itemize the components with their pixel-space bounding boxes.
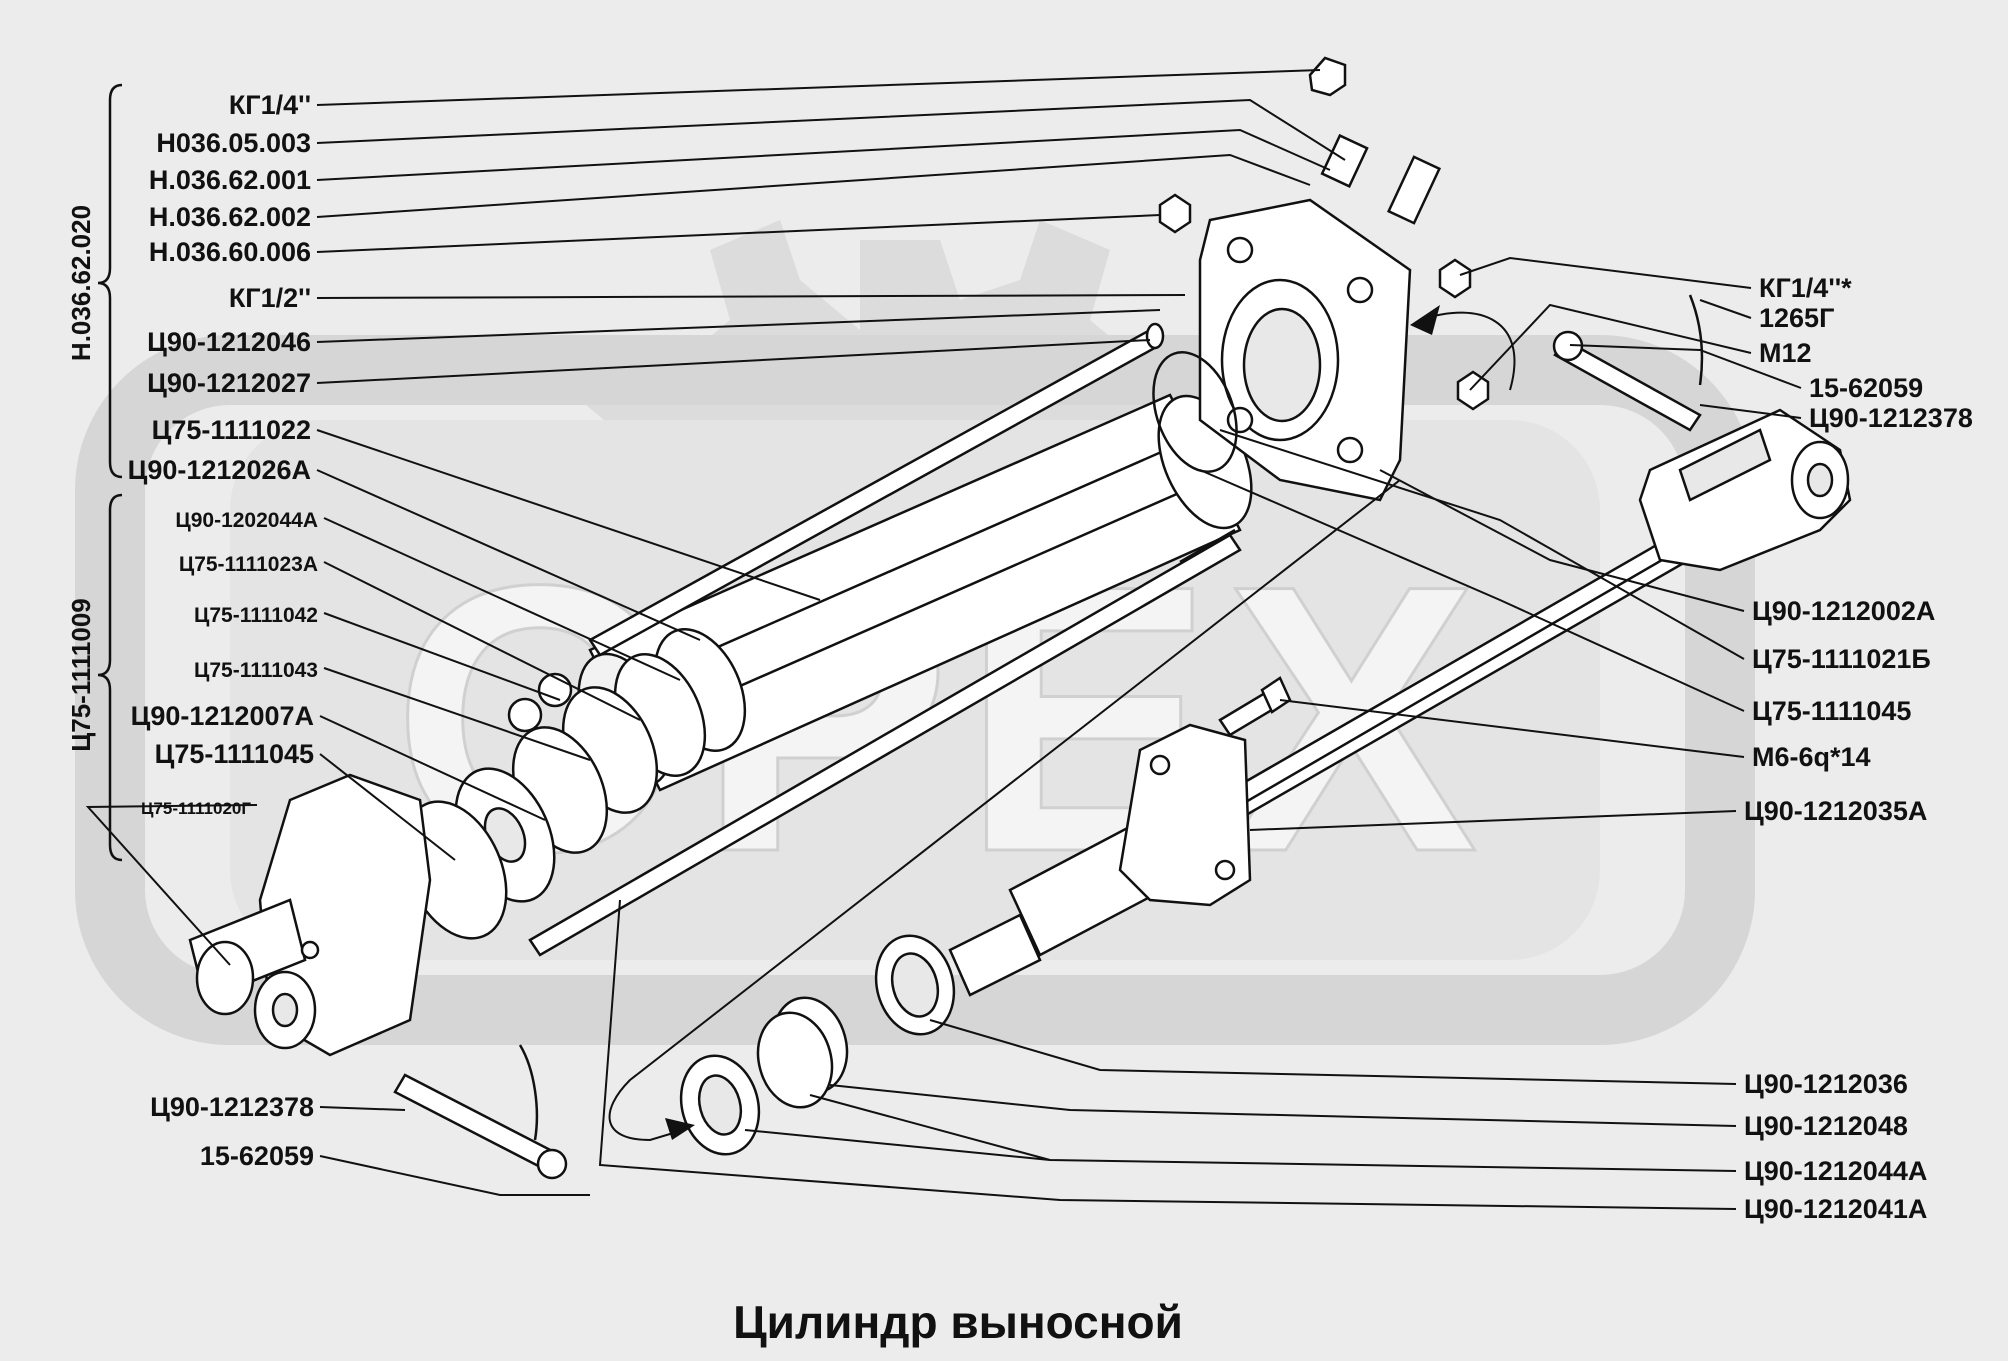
leader-line-l10 — [316, 469, 701, 641]
part-label-l2: Н036.05.003 — [156, 128, 311, 158]
part-label-l10: Ц90-1212026А — [128, 455, 311, 485]
part-label-r14: Ц90-1212041А — [1744, 1194, 1927, 1224]
part-label-l3: Н.036.62.001 — [149, 165, 311, 195]
part-label-l18: Ц90-1212378 — [150, 1092, 314, 1122]
group-label-1: Н.036.62.020 — [66, 205, 96, 361]
part-label-r10: Ц90-1212035А — [1744, 796, 1927, 826]
leader-line-l2 — [316, 98, 1346, 161]
leader-line-r14 — [598, 899, 1737, 1210]
part-label-l7: Ц90-1212046 — [147, 327, 311, 357]
part-labels: КГ1/4'' Н036.05.003Н.036.62.001Н.036.62.0… — [128, 90, 1973, 1224]
part-label-l16: Ц75-1111045 — [155, 739, 314, 769]
leader-line-l19 — [319, 1155, 590, 1196]
leader-line-r7 — [1219, 429, 1745, 660]
brace-group-2 — [97, 493, 123, 862]
leader-line-r10 — [1249, 810, 1737, 831]
flow-arrow-bottom — [608, 479, 1401, 1142]
part-label-l1: КГ1/4'' — [229, 90, 311, 120]
part-label-l11: Ц90-1202044А — [175, 509, 318, 532]
part-label-r12: Ц90-1212048 — [1744, 1111, 1908, 1141]
flow-arrow-top-head — [1410, 305, 1440, 335]
leader-line-l7 — [316, 309, 1161, 343]
part-label-l17: Ц75-1111020Г — [141, 799, 251, 818]
tie-rod-lower — [528, 528, 1242, 957]
leader-line-l9 — [316, 429, 821, 601]
part-label-r9: М6-6q*14 — [1752, 742, 1871, 772]
part-label-l19: 15-62059 — [200, 1141, 314, 1171]
diagram-title: Цилиндр выносной — [733, 1296, 1183, 1348]
leader-line-l16 — [319, 753, 456, 861]
group-label-2: Ц75-1111009 — [66, 598, 96, 752]
leader-line-l11 — [323, 517, 681, 681]
flow-arrow-bottom-head — [665, 1118, 695, 1140]
leader-line-r2 — [1699, 299, 1752, 319]
leader-line-r1 — [1459, 256, 1752, 289]
part-label-r7: Ц75-1111021Б — [1752, 644, 1931, 674]
leader-line-l14 — [323, 667, 591, 761]
part-label-l13: Ц75-1111042 — [194, 604, 318, 627]
leader-line-l6 — [316, 294, 1186, 299]
part-label-r2: 1265Г — [1759, 303, 1834, 333]
part-label-l15: Ц90-1212007А — [131, 701, 314, 731]
leader-line-l1 — [316, 69, 1321, 106]
part-label-r8: Ц75-1111045 — [1752, 696, 1911, 726]
leader-line-r8 — [1199, 469, 1745, 712]
part-label-l4: Н.036.62.002 — [149, 202, 311, 232]
front-flange — [1118, 723, 1252, 907]
lower-pin — [393, 1044, 568, 1180]
leader-line-r11 — [929, 1019, 1737, 1085]
top-fittings — [1158, 56, 1490, 411]
cylinder-parts — [188, 56, 1852, 1180]
leader-lines — [85, 69, 1802, 1210]
lower-seal-set — [679, 934, 956, 1156]
part-label-r11: Ц90-1212036 — [1744, 1069, 1908, 1099]
leader-line-l8 — [316, 339, 1151, 384]
leader-line-l12 — [323, 561, 641, 721]
part-label-l14: Ц75-1111043 — [194, 659, 318, 682]
part-label-l6: КГ1/2'' — [229, 283, 311, 313]
m6-bolt — [1218, 676, 1292, 737]
rod-end-pin — [1552, 294, 1704, 432]
part-label-r13: Ц90-1212044А — [1744, 1156, 1927, 1186]
part-label-l9: Ц75-1111022 — [152, 415, 311, 445]
leader-line-l3 — [316, 128, 1331, 181]
leader-line-r12 — [829, 1084, 1737, 1127]
part-label-r4: 15-62059 — [1809, 373, 1923, 403]
leader-line-l15 — [319, 715, 546, 821]
front-end-cap — [188, 773, 432, 1057]
part-label-r6: Ц90-1212002А — [1752, 596, 1935, 626]
leader-line-r9 — [1279, 699, 1745, 758]
leader-line-r5 — [1699, 404, 1802, 419]
leader-line-r13 — [744, 1094, 1737, 1172]
part-label-r1: КГ1/4''* — [1759, 273, 1852, 303]
brace-group-1 — [97, 83, 123, 479]
part-label-l5: Н.036.60.006 — [149, 237, 311, 267]
tie-rod-upper — [588, 322, 1165, 657]
leader-line-l4 — [316, 153, 1311, 218]
group-braces: Н.036.62.020 Ц75-1111009 — [66, 83, 123, 862]
leader-line-r4 — [1569, 344, 1802, 389]
part-label-r3: М12 — [1759, 338, 1812, 368]
leader-line-l17 — [85, 804, 258, 966]
leader-line-r3 — [1469, 303, 1752, 391]
part-label-l8: Ц90-1212027 — [147, 368, 311, 398]
flow-arrow-top — [1419, 311, 1516, 391]
leader-line-l13 — [323, 612, 561, 701]
flange-o-ring — [1152, 351, 1238, 473]
part-label-r5: Ц90-1212378 — [1809, 403, 1973, 433]
part-label-l12: Ц75-1111023А — [179, 553, 318, 576]
rear-flange — [1198, 198, 1412, 502]
rod-end-clevis — [1638, 408, 1852, 572]
leader-line-l5 — [316, 214, 1161, 253]
leader-line-l18 — [319, 1106, 406, 1111]
